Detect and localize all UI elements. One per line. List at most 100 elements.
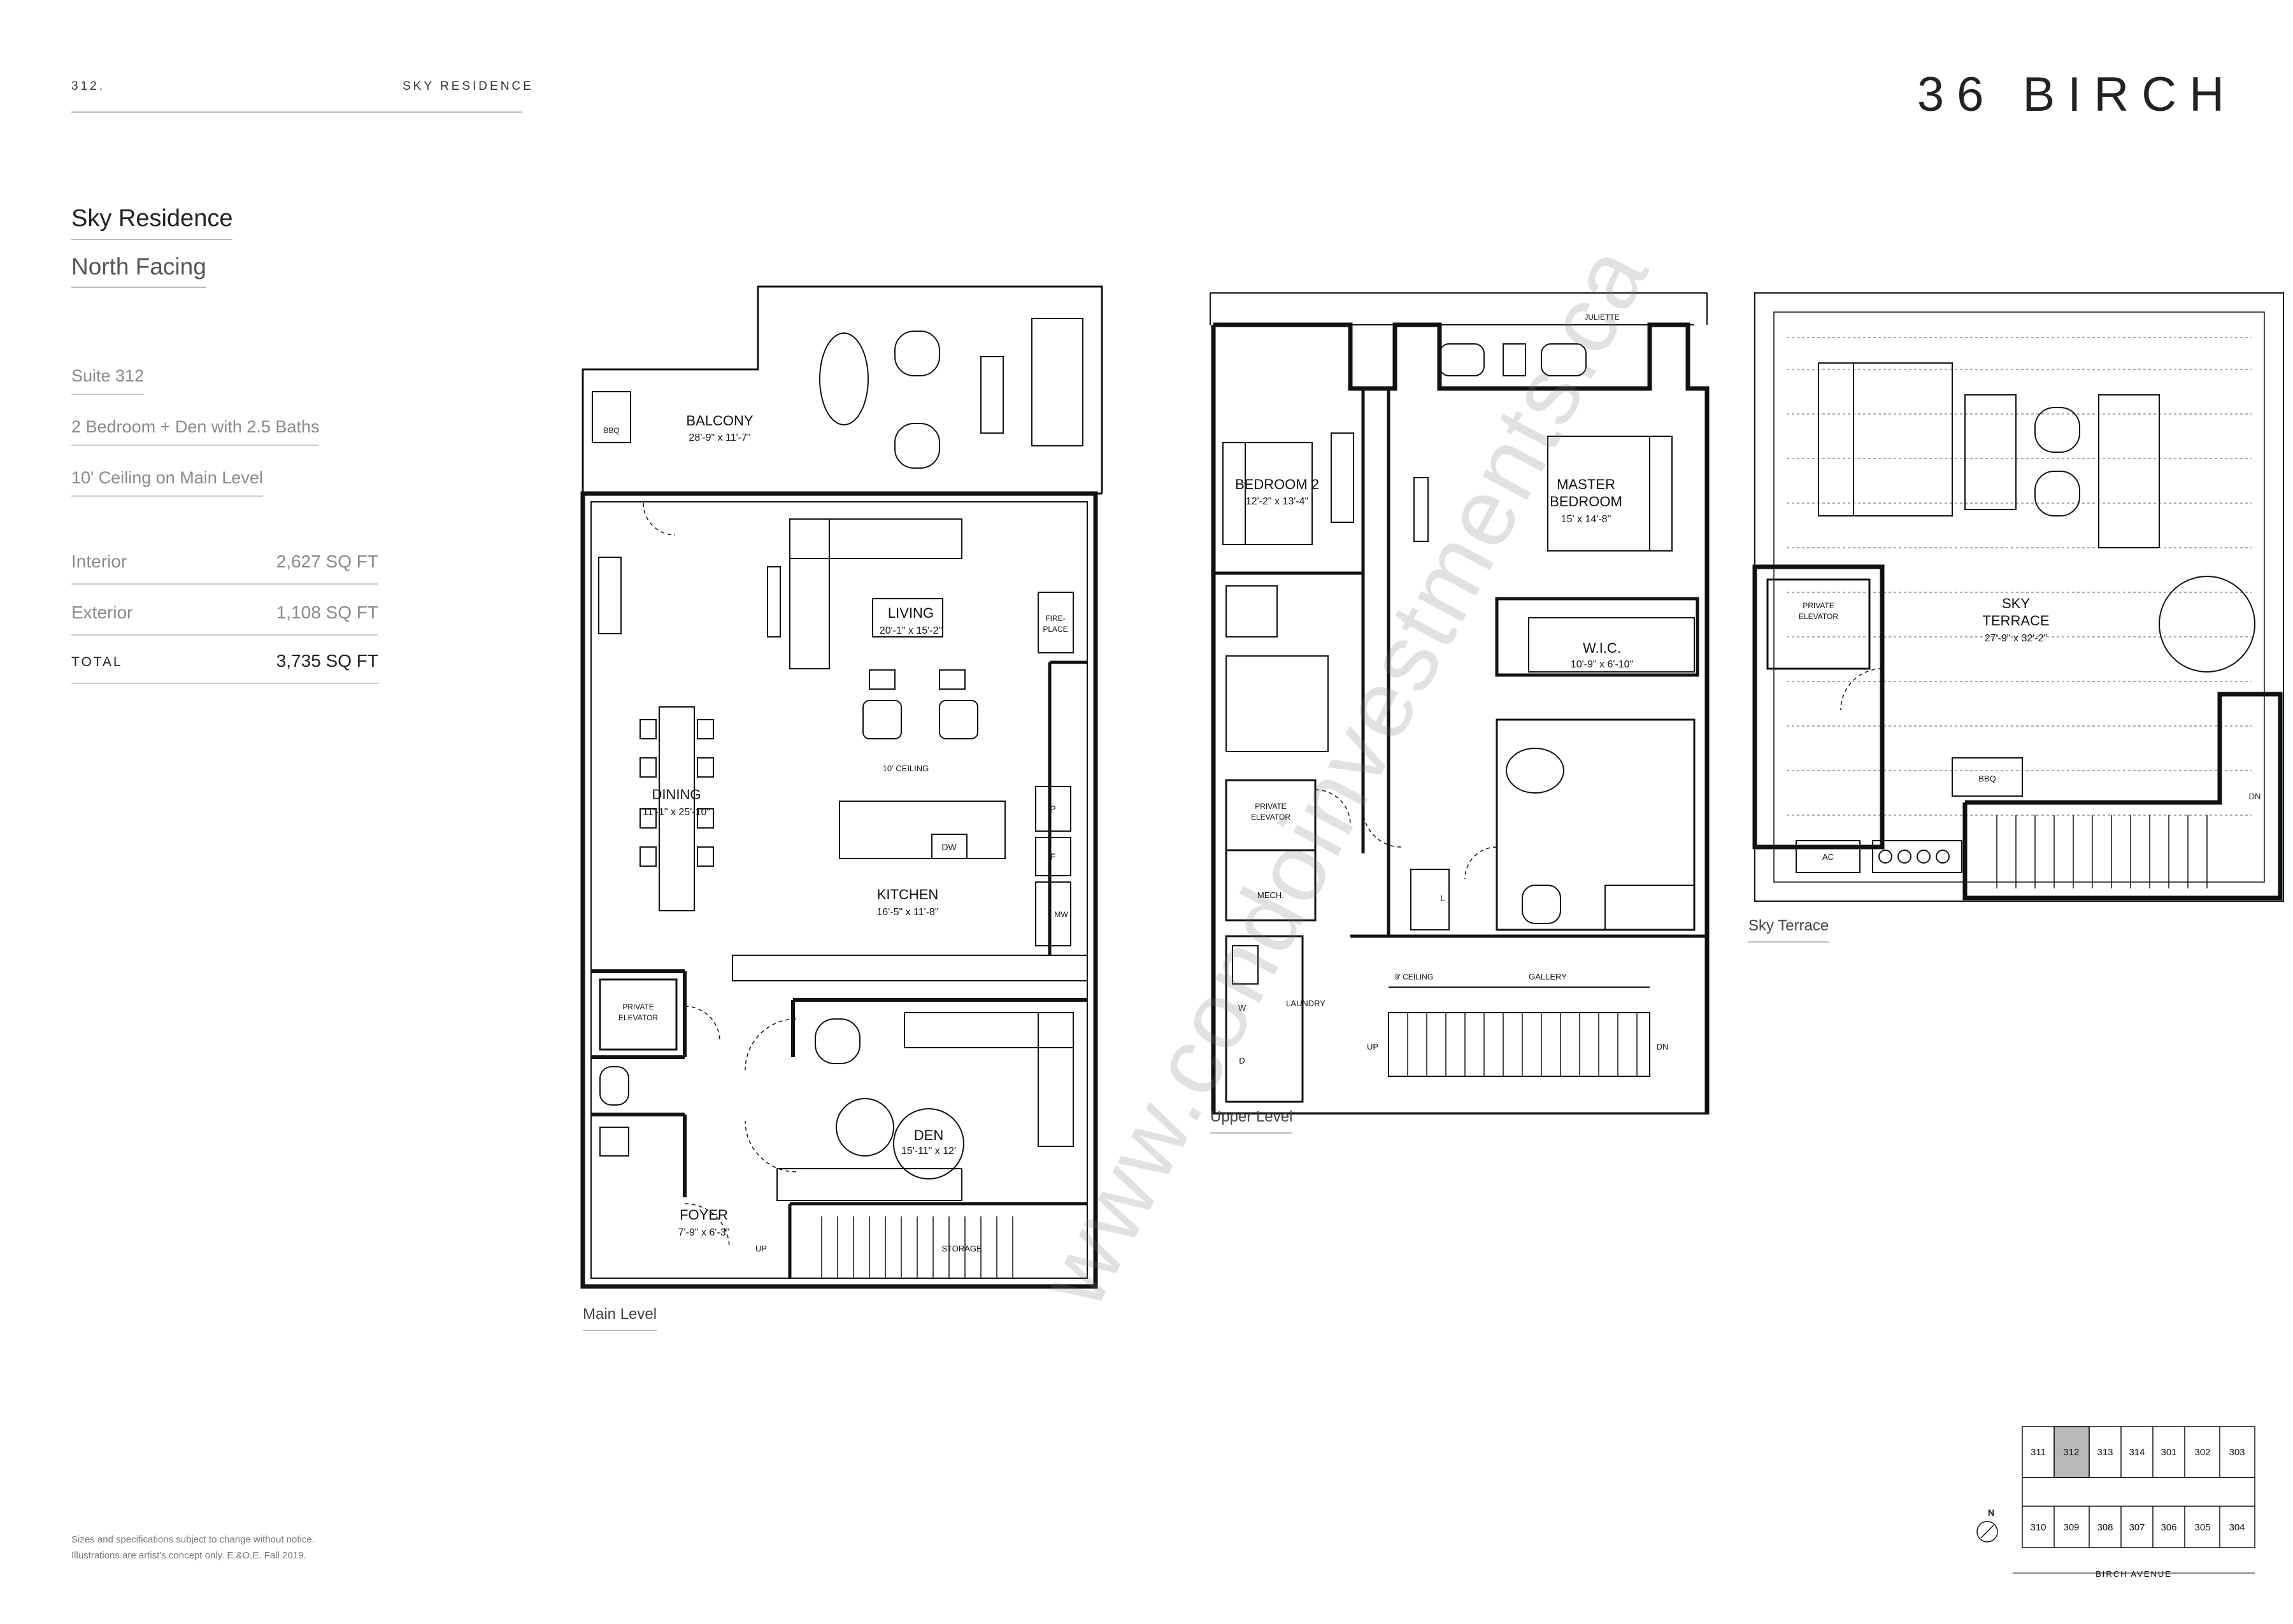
suite-wrap: Suite 312 bbox=[71, 366, 145, 395]
keyplan-unit: 307 bbox=[2129, 1522, 2145, 1533]
dryer-label: D bbox=[1239, 1056, 1245, 1065]
keyplan-unit: 302 bbox=[2194, 1447, 2210, 1458]
keyplan-unit: 308 bbox=[2097, 1522, 2113, 1533]
upper-outer-wall bbox=[1211, 322, 1710, 1117]
area-row-total: TOTAL 3,735 SQ FT bbox=[71, 646, 378, 684]
elevator-label-1: PRIVATE bbox=[622, 1002, 654, 1011]
sky-terrace-plan: PRIVATE ELEVATOR SKY TERRACE 27'-9" x 32… bbox=[1748, 287, 2290, 911]
fireplace-label-2: PLACE bbox=[1043, 625, 1068, 634]
stairs-up-label: UP bbox=[755, 1244, 767, 1253]
terrace-name-1: SKY bbox=[2002, 595, 2030, 611]
layout-wrap: 2 Bedroom + Den with 2.5 Baths bbox=[71, 417, 320, 446]
washer-label: W bbox=[1238, 1003, 1247, 1013]
keyplan-unit: 309 bbox=[2063, 1522, 2079, 1533]
key-plan: 311 312 313 314 301 302 303 310 309 308 … bbox=[1962, 1420, 2261, 1586]
linen-label: L bbox=[1440, 894, 1445, 903]
terrace-bbq-label: BBQ bbox=[1978, 774, 1996, 783]
elevator-label-2: ELEVATOR bbox=[618, 1013, 658, 1022]
dining-dims: 11'-1" x 25'-10" bbox=[643, 807, 710, 818]
layout-label: 2 Bedroom + Den with 2.5 Baths bbox=[71, 417, 320, 446]
juliette-label: JULIETTE bbox=[1584, 313, 1619, 322]
terrace-elevator-label-2: ELEVATOR bbox=[1799, 612, 1838, 621]
balcony-dims: 28'-9" x 11'-7" bbox=[689, 432, 750, 443]
den-dims: 15'-11" x 12' bbox=[901, 1146, 956, 1157]
terrace-name-2: TERRACE bbox=[1982, 613, 2049, 629]
dining-name: DINING bbox=[652, 787, 701, 802]
residence-title-wrap: Sky Residence bbox=[71, 205, 233, 240]
keyplan-unit: 311 bbox=[2031, 1447, 2046, 1458]
area-row-interior: Interior 2,627 SQ FT bbox=[71, 546, 378, 585]
fireplace-label-1: FIRE- bbox=[1045, 614, 1065, 623]
keyplan-unit: 304 bbox=[2229, 1522, 2245, 1533]
area-label: Exterior bbox=[71, 602, 133, 622]
upper-ceiling-label: 9' CEILING bbox=[1395, 972, 1433, 981]
keyplan-unit: 305 bbox=[2194, 1522, 2210, 1533]
bedroom2-name: BEDROOM 2 bbox=[1235, 476, 1319, 492]
balcony-outline bbox=[582, 285, 1103, 494]
residence-title: Sky Residence bbox=[71, 205, 233, 240]
den-name: DEN bbox=[914, 1127, 943, 1143]
facing-label: North Facing bbox=[71, 253, 206, 288]
upper-level-plan: JULIETTE BEDROOM 2 12'-2" x 13'-4" MASTE… bbox=[1204, 287, 1713, 1117]
kitchen-dims: 16'-5" x 11'-8" bbox=[876, 907, 938, 918]
north-arrow-icon: N bbox=[1988, 1507, 1994, 1518]
living-name: LIVING bbox=[888, 605, 934, 621]
upper-stairs-up-label: UP bbox=[1367, 1042, 1378, 1051]
main-level-drawing: BBQ BALCONY 28'-9" x 11'-7" LIVING 20'-1… bbox=[580, 285, 1103, 1289]
area-label: TOTAL bbox=[71, 655, 123, 669]
main-level-plan: BBQ BALCONY 28'-9" x 11'-7" LIVING 20'-1… bbox=[573, 280, 1108, 1299]
wic-name: W.I.C. bbox=[1583, 640, 1621, 656]
key-plan-drawing: 311 312 313 314 301 302 303 310 309 308 … bbox=[1976, 1426, 2255, 1579]
upper-elevator-label-1: PRIVATE bbox=[1255, 802, 1287, 811]
mech-label: MECH. bbox=[1257, 890, 1284, 900]
main-level-caption: Main Level bbox=[583, 1306, 657, 1331]
mw-label: MW bbox=[1054, 910, 1068, 919]
keyplan-unit-highlight: 312 bbox=[2063, 1447, 2079, 1458]
sky-terrace-caption: Sky Terrace bbox=[1748, 917, 1829, 943]
ceiling-label: 10' Ceiling on Main Level bbox=[71, 468, 263, 497]
area-label: Interior bbox=[71, 552, 127, 571]
storage-label: STORAGE bbox=[941, 1244, 982, 1253]
disclaimer: Sizes and specifications subject to chan… bbox=[71, 1534, 315, 1561]
ceiling-wrap: 10' Ceiling on Main Level bbox=[71, 468, 263, 497]
balcony-bbq-label: BBQ bbox=[603, 426, 619, 435]
living-dims: 20'-1" x 15'-2" bbox=[880, 625, 942, 636]
keyplan-unit: 310 bbox=[2030, 1522, 2046, 1533]
wic-dims: 10'-9" x 6'-10" bbox=[1571, 659, 1633, 670]
area-value: 1,108 SQ FT bbox=[276, 602, 378, 622]
fridge-label: F bbox=[1050, 851, 1056, 862]
master-dims: 15' x 14'-8" bbox=[1561, 514, 1611, 525]
section-label: SKY RESIDENCE bbox=[403, 80, 534, 93]
upper-level-caption-wrap: Upper Level bbox=[1210, 1108, 1293, 1134]
ceiling-label: 10' CEILING bbox=[883, 764, 929, 773]
pantry-label: P bbox=[1050, 804, 1055, 814]
foyer-dims: 7'-9" x 6'-3" bbox=[678, 1227, 730, 1238]
ac-label: AC bbox=[1822, 852, 1834, 862]
upper-level-drawing: JULIETTE BEDROOM 2 12'-2" x 13'-4" MASTE… bbox=[1210, 292, 1710, 1117]
dw-label: DW bbox=[941, 842, 957, 852]
area-row-exterior: Exterior 1,108 SQ FT bbox=[71, 597, 378, 636]
header-rule bbox=[71, 111, 522, 113]
suite-label: Suite 312 bbox=[71, 366, 145, 395]
brand-logo: 36 BIRCH bbox=[1917, 68, 2237, 122]
page-number: 312. bbox=[71, 80, 105, 93]
kitchen-name: KITCHEN bbox=[877, 887, 939, 902]
main-outer-wall bbox=[580, 491, 1098, 1289]
keyplan-unit: 306 bbox=[2161, 1522, 2176, 1533]
keyplan-unit: 301 bbox=[2161, 1447, 2176, 1458]
bedroom2-dims: 12'-2" x 13'-4" bbox=[1246, 496, 1308, 507]
terrace-dims: 27'-9" x 32'-2" bbox=[1985, 633, 2047, 644]
master-name-1: MASTER bbox=[1557, 476, 1615, 492]
facing-wrap: North Facing bbox=[71, 253, 206, 288]
area-value: 2,627 SQ FT bbox=[276, 552, 378, 571]
main-level-caption-wrap: Main Level bbox=[583, 1306, 657, 1331]
keyplan-unit: 314 bbox=[2129, 1447, 2145, 1458]
terrace-elevator-label-1: PRIVATE bbox=[1803, 601, 1834, 610]
keyplan-unit: 303 bbox=[2229, 1447, 2245, 1458]
master-name-2: BEDROOM bbox=[1550, 494, 1622, 509]
terrace-dn-label: DN bbox=[2249, 792, 2261, 801]
upper-elevator-label-2: ELEVATOR bbox=[1251, 813, 1290, 822]
street-label: BIRCH AVENUE bbox=[2096, 1569, 2172, 1579]
upper-level-caption: Upper Level bbox=[1210, 1108, 1293, 1134]
sky-terrace-drawing: PRIVATE ELEVATOR SKY TERRACE 27'-9" x 32… bbox=[1752, 292, 2284, 902]
